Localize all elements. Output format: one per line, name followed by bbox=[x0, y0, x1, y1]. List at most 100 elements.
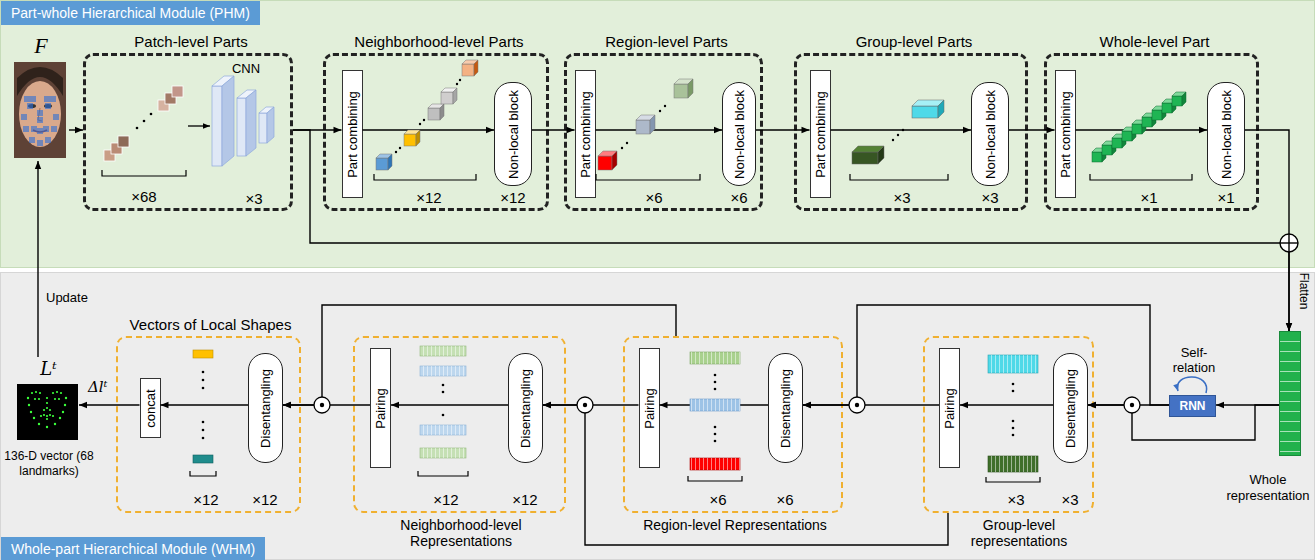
landmark-image bbox=[17, 384, 78, 440]
text-slot: ×12 bbox=[183, 491, 229, 509]
vector-bars bbox=[193, 455, 213, 463]
stage-box: Neighborhood-level Parts×12×12Part combi… bbox=[323, 53, 549, 211]
neighborhood-cubes bbox=[462, 60, 478, 64]
region-cubes bbox=[612, 151, 617, 170]
whole-cubes bbox=[1162, 103, 1172, 113]
bracket bbox=[1090, 174, 1192, 180]
cnn-stack bbox=[237, 90, 256, 98]
ellipsis-dots bbox=[442, 391, 445, 394]
whole-cubes bbox=[1172, 99, 1176, 113]
whole-cubes bbox=[1102, 141, 1116, 145]
node-text: concat bbox=[143, 389, 158, 427]
connector bbox=[532, 129, 575, 130]
landmark-output: Lᵗ136-D vector (68 landmarks) bbox=[18, 357, 79, 443]
node-text: F bbox=[13, 33, 69, 59]
text-slot: Lᵗ bbox=[18, 357, 79, 381]
node-text: Non-local block bbox=[1219, 90, 1234, 179]
ellipsis-dots bbox=[442, 384, 445, 417]
connector bbox=[283, 305, 676, 405]
node-text: Part combining bbox=[813, 91, 828, 178]
bracket bbox=[850, 174, 948, 180]
group-cuboids bbox=[852, 146, 884, 152]
self-relation-arrow bbox=[1177, 377, 1206, 393]
text-slot: Self-relation bbox=[1165, 345, 1223, 375]
landmark-image bbox=[59, 417, 61, 419]
neighborhood-cubes bbox=[404, 130, 420, 134]
node-text: Whole representation bbox=[1220, 472, 1315, 504]
node-text: Neighborhood-level Representations bbox=[386, 517, 536, 549]
node-text: Pairing bbox=[373, 388, 388, 428]
ellipsis-dots bbox=[714, 426, 717, 429]
neighborhood-bars bbox=[420, 448, 466, 458]
connector bbox=[363, 129, 495, 130]
cnn-stack bbox=[259, 107, 274, 113]
neighborhood-bars bbox=[420, 425, 466, 435]
text-slot: Whole representation bbox=[1220, 472, 1315, 504]
region-bars bbox=[690, 352, 740, 364]
region-cubes bbox=[598, 151, 617, 156]
edge-label: Update bbox=[46, 290, 88, 306]
patch-marks bbox=[24, 96, 30, 102]
connector bbox=[756, 129, 810, 130]
landmark-image bbox=[60, 392, 62, 394]
connector bbox=[543, 404, 639, 405]
region-cubes bbox=[598, 79, 693, 170]
text-slot: ×12 bbox=[394, 189, 464, 207]
ellipsis-dots bbox=[136, 127, 139, 130]
stage-box: Neighborhood-level Representations×12×12… bbox=[353, 336, 566, 513]
text-slot: ×6 bbox=[690, 491, 746, 509]
neighborhood-cubes bbox=[474, 60, 478, 76]
node-text: Pairing bbox=[942, 388, 957, 428]
module-band: Part-whole Hierarchical Module (PHM)FPat… bbox=[0, 0, 1315, 268]
product-junction bbox=[583, 403, 587, 407]
neighborhood-bars bbox=[420, 346, 466, 356]
landmark-image bbox=[28, 404, 30, 406]
text-slot: Disentangling bbox=[509, 354, 542, 462]
group-bars bbox=[988, 456, 1038, 472]
nonlocal-block: Non-local block bbox=[971, 82, 1009, 186]
node-text: ×3 bbox=[872, 189, 932, 207]
node-text: ×6 bbox=[624, 189, 684, 207]
concat-box: concat bbox=[140, 378, 161, 438]
ellipsis-dots bbox=[892, 139, 894, 141]
text-slot: Group-level representations bbox=[963, 517, 1075, 549]
face-image bbox=[14, 62, 66, 158]
node-text: Region-level Representations bbox=[625, 517, 845, 533]
flow-label: Flatten bbox=[1297, 273, 1311, 310]
cnn-stack bbox=[246, 90, 256, 156]
patch-marks bbox=[51, 126, 57, 132]
combine-box: Part combining bbox=[575, 70, 596, 198]
ellipsis-dots bbox=[202, 387, 205, 390]
landmark-image bbox=[43, 409, 45, 411]
patch-marks bbox=[37, 117, 43, 123]
group-bars bbox=[988, 355, 1038, 472]
connector bbox=[1088, 405, 1279, 440]
text-slot: ×68 bbox=[114, 188, 174, 206]
connector bbox=[831, 129, 972, 130]
group-cuboids bbox=[912, 100, 944, 106]
text-slot: Neighborhood-level Parts bbox=[326, 33, 552, 51]
text-slot: Non-local block bbox=[723, 83, 755, 185]
stage-box: Whole-level Part×1×1Part combiningNon-lo… bbox=[1044, 53, 1259, 211]
text-slot: Non-local block bbox=[495, 83, 531, 185]
node-text: 136-D vector (68 landmarks) bbox=[1, 449, 97, 479]
node-text: Non-local block bbox=[983, 90, 998, 179]
face-image bbox=[17, 67, 63, 96]
landmark-image bbox=[30, 411, 32, 413]
node-text: Region-level Parts bbox=[567, 33, 766, 51]
cnn-stack bbox=[212, 76, 274, 166]
face-patches bbox=[172, 86, 183, 97]
ellipsis-dots bbox=[395, 79, 461, 153]
cnn-stack bbox=[212, 86, 222, 166]
landmark-image bbox=[38, 398, 40, 400]
connector bbox=[596, 129, 723, 130]
whole-cubes bbox=[1152, 110, 1162, 120]
node-text: Group-level representations bbox=[963, 517, 1075, 549]
node-text: Neighborhood-level Parts bbox=[326, 33, 552, 51]
cnn-stack bbox=[212, 76, 234, 86]
neighborhood-cubes bbox=[376, 60, 478, 170]
disentangle-block: Disentangling bbox=[1053, 353, 1088, 463]
neighborhood-cubes bbox=[428, 108, 440, 120]
node-text: Disentangling bbox=[1063, 369, 1078, 448]
